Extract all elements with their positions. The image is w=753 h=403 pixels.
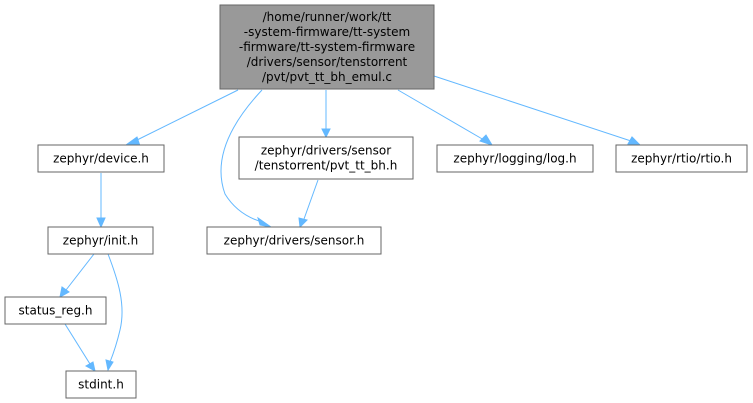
node-label-line: zephyr/rtio/rtio.h	[631, 152, 732, 166]
edge-line	[303, 179, 319, 220]
node-label-line: /tenstorrent/pvt_tt_bh.h	[255, 159, 398, 173]
edge-init-to-stdint	[105, 253, 123, 372]
edge-init-to-status_reg	[59, 253, 95, 298]
node-label-line: /pvt/pvt_tt_bh_emul.c	[262, 70, 392, 84]
node-box	[65, 370, 137, 399]
arrowhead-icon	[105, 359, 114, 372]
edge-line	[65, 253, 95, 291]
node-status_reg[interactable]: status_reg.h	[4, 296, 107, 325]
edge-root-to-rtio	[433, 75, 642, 146]
edge-line	[134, 89, 239, 142]
node-init[interactable]: zephyr/init.h	[47, 226, 154, 255]
edge-line	[220, 89, 263, 223]
node-label-line: zephyr/device.h	[53, 152, 149, 166]
arrowhead-icon	[59, 286, 70, 298]
arrowhead-icon	[298, 217, 308, 229]
arrowhead-icon	[96, 217, 106, 229]
edge-status_reg-to-stdint	[64, 323, 96, 372]
arrowhead-icon	[479, 134, 494, 146]
node-box	[436, 144, 594, 173]
node-pvt_tt_bh[interactable]: zephyr/drivers/sensor/tenstorrent/pvt_tt…	[238, 136, 414, 180]
arrowhead-icon	[84, 361, 96, 372]
node-label-line: /home/runner/work/tt	[263, 10, 392, 24]
node-label-line: -system-firmware/tt-system	[244, 25, 410, 39]
node-label-line: /drivers/sensor/tenstorrent	[247, 55, 408, 69]
node-rtio[interactable]: zephyr/rtio/rtio.h	[615, 144, 748, 173]
node-box	[219, 4, 435, 90]
nodes-layer: /home/runner/work/tt-system-firmware/tt-…	[4, 4, 748, 399]
node-box	[47, 226, 154, 255]
edge-line	[64, 323, 91, 365]
node-stdint[interactable]: stdint.h	[65, 370, 137, 399]
node-log[interactable]: zephyr/logging/log.h	[436, 144, 594, 173]
arrowhead-icon	[627, 136, 642, 146]
node-box	[238, 136, 414, 180]
node-device[interactable]: zephyr/device.h	[37, 144, 165, 173]
edge-line	[107, 253, 123, 363]
arrowhead-icon	[257, 216, 272, 228]
node-box	[615, 144, 748, 173]
node-label-line: -firmware/tt-system-firmware	[239, 40, 415, 54]
edge-pvt_tt_bh-to-sensor	[298, 179, 319, 229]
node-box	[4, 296, 107, 325]
edge-root-to-sensor	[220, 89, 272, 228]
node-label-line: status_reg.h	[19, 304, 93, 318]
edge-line	[433, 75, 632, 142]
edge-root-to-log	[397, 89, 494, 146]
node-label-line: zephyr/drivers/sensor.h	[224, 234, 365, 248]
node-label-line: zephyr/logging/log.h	[453, 152, 576, 166]
arrowhead-icon	[321, 128, 331, 139]
node-label-line: zephyr/drivers/sensor	[261, 144, 391, 158]
edge-root-to-device	[124, 89, 239, 147]
root-node: /home/runner/work/tt-system-firmware/tt-…	[219, 4, 435, 90]
node-label-line: stdint.h	[78, 378, 124, 392]
edge-device-to-init	[96, 173, 106, 229]
node-box	[37, 144, 165, 173]
edge-line	[397, 89, 485, 141]
edge-root-to-pvt_tt_bh	[321, 90, 331, 139]
node-label-line: zephyr/init.h	[63, 234, 138, 248]
edges-layer	[59, 75, 642, 372]
node-sensor[interactable]: zephyr/drivers/sensor.h	[206, 226, 382, 255]
node-box	[206, 226, 382, 255]
